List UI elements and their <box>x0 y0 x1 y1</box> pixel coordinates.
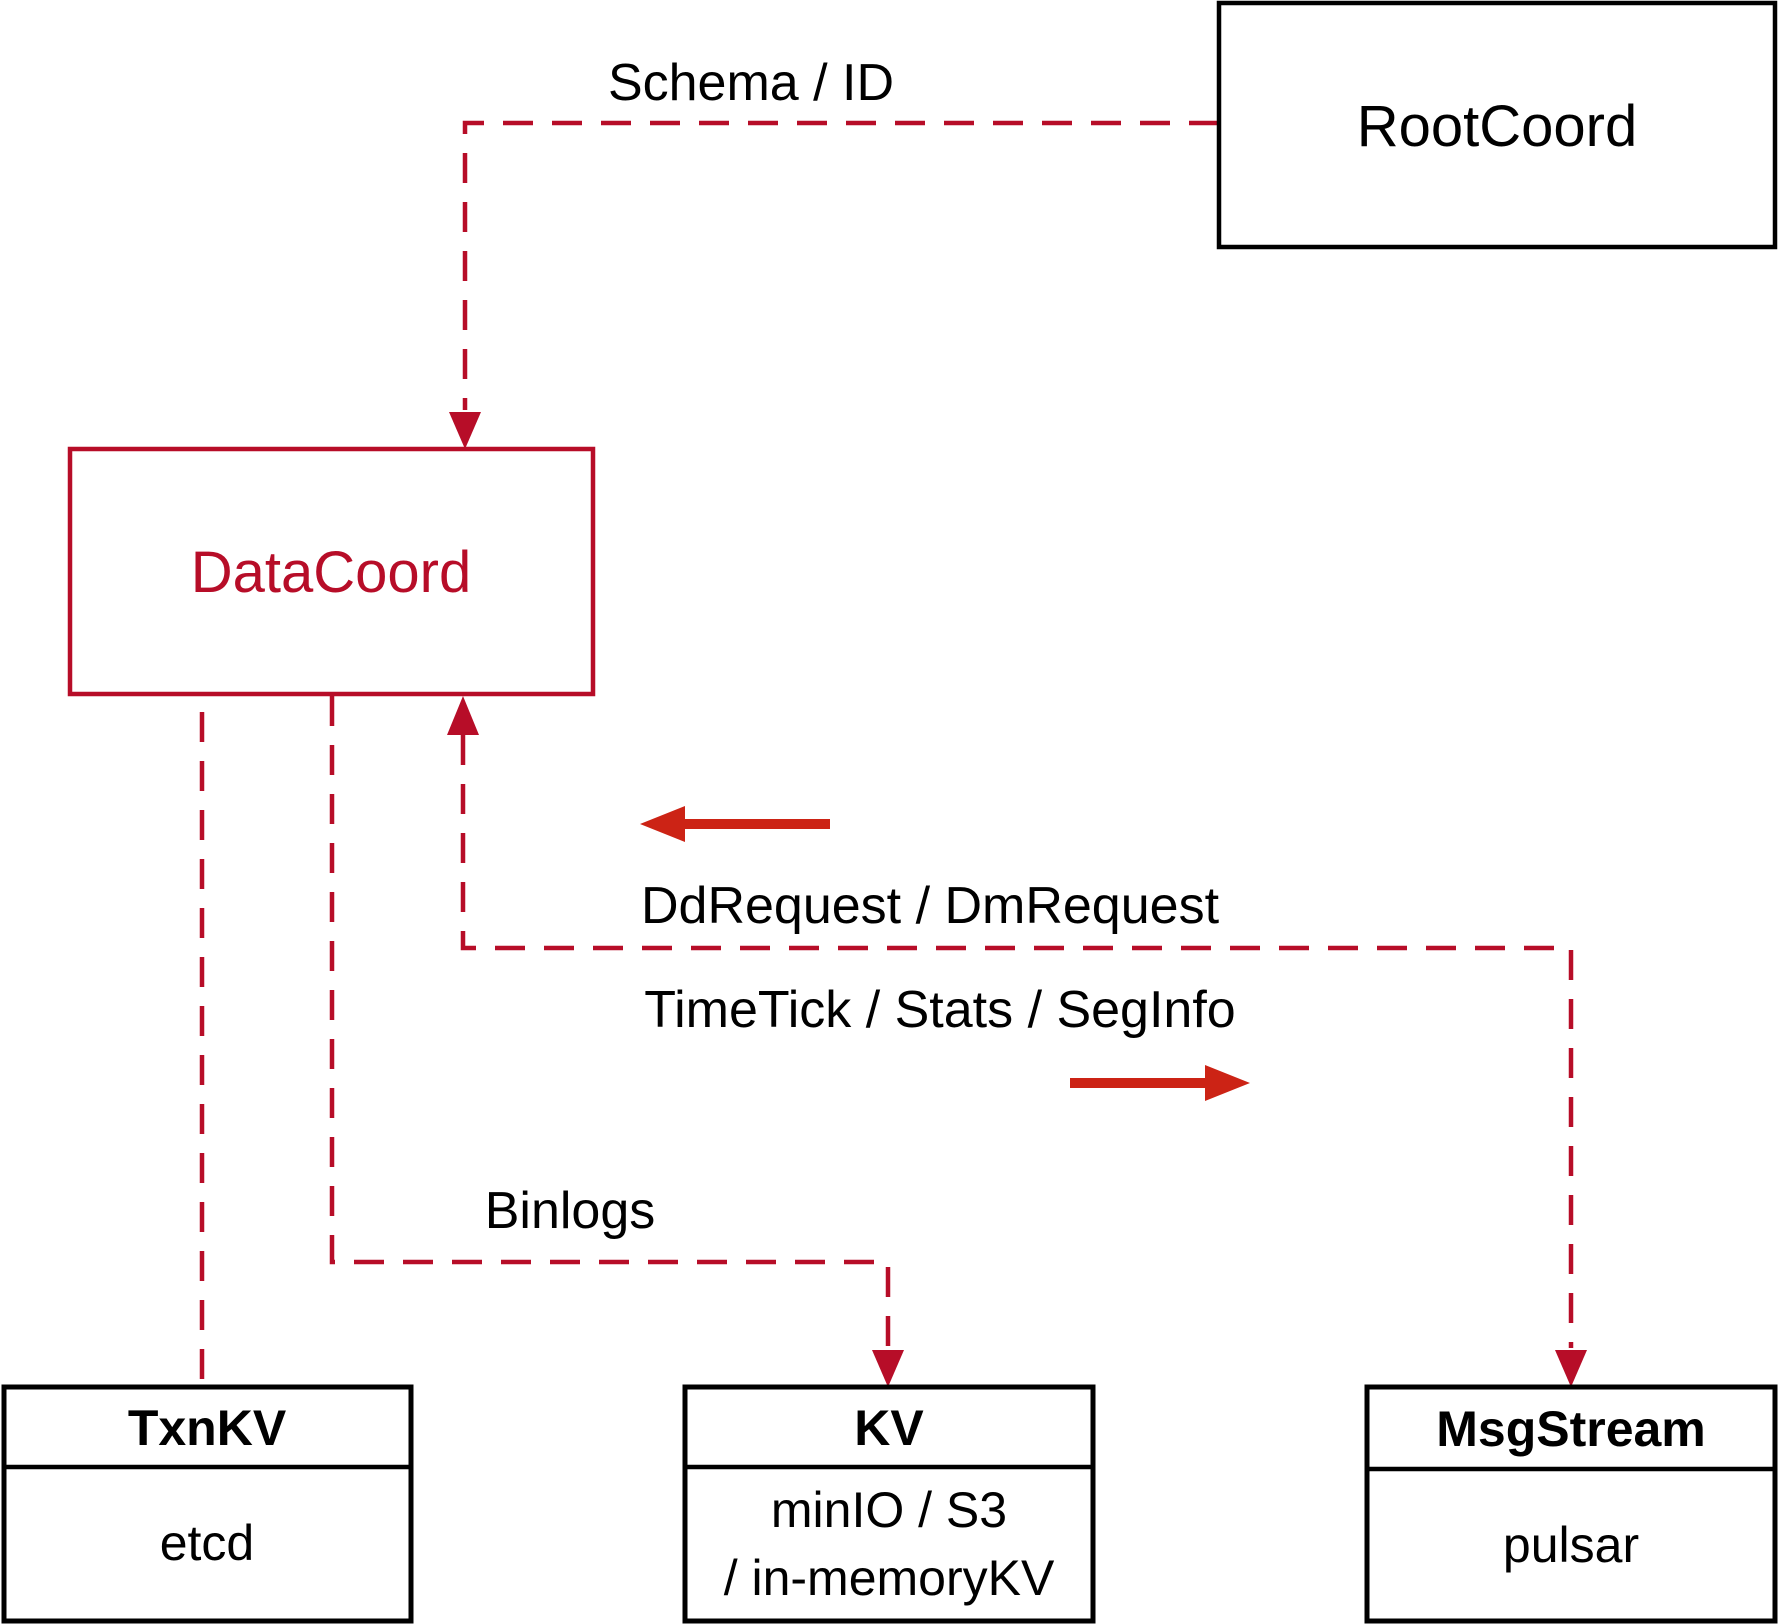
binlogs-edge <box>329 696 891 1348</box>
datacoord-label: DataCoord <box>191 540 471 605</box>
rootcoord-box <box>1216 0 1778 250</box>
left-flow-arrow <box>640 806 830 842</box>
kv-box <box>682 1384 1096 1624</box>
txnkv-body-label: etcd <box>160 1515 255 1571</box>
right-flow-arrow <box>1070 1065 1250 1101</box>
rootcoord-label: RootCoord <box>1357 94 1637 159</box>
binlogs-label: Binlogs <box>485 1182 656 1240</box>
schema-id-arrowhead <box>449 412 481 449</box>
schema-id-label: Schema / ID <box>608 54 894 112</box>
kv-title: KV <box>854 1400 924 1456</box>
datacoord-box <box>67 446 596 697</box>
msgstream-title: MsgStream <box>1436 1401 1706 1457</box>
msgstream-body-label: pulsar <box>1503 1517 1639 1573</box>
datacoord-up-arrowhead <box>447 696 479 735</box>
kv-body-line1: minIO / S3 <box>771 1482 1007 1538</box>
schema-id-edge <box>462 120 1219 410</box>
binlogs-arrowhead <box>872 1350 904 1387</box>
msgstream-arrowhead <box>1555 1350 1587 1387</box>
ddrequest-timetick-edge <box>460 735 1574 1348</box>
txnkv-box <box>1 1384 414 1624</box>
msgstream-box <box>1364 1384 1778 1624</box>
ddrequest-label: DdRequest / DmRequest <box>641 877 1220 935</box>
timetick-label: TimeTick / Stats / SegInfo <box>644 981 1235 1039</box>
kv-body-line2: / in-memoryKV <box>724 1550 1055 1606</box>
txnkv-title: TxnKV <box>128 1400 287 1456</box>
